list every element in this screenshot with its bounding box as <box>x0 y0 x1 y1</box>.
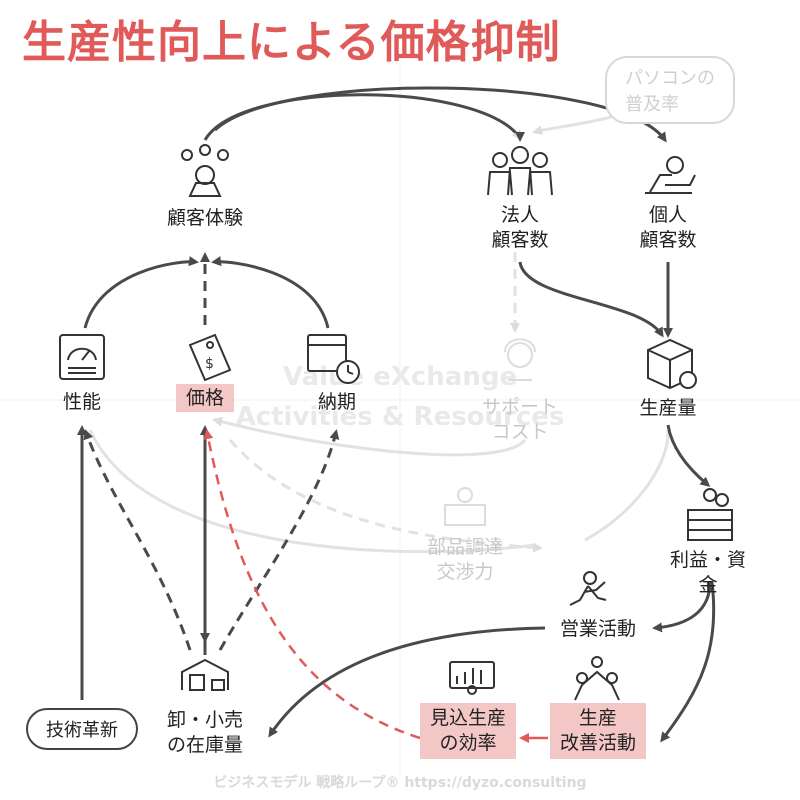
highlight-arrows <box>203 429 548 743</box>
arrow-inventory-to-delivery <box>218 429 340 651</box>
node-individual-customers: 個人 顧客数 <box>639 204 697 251</box>
node-production-volume: 生産量 <box>639 397 697 419</box>
arrow-profit-to-sales <box>652 581 712 633</box>
arrow-experience-to-individual <box>213 86 667 143</box>
meeting-icon <box>444 487 486 526</box>
page-title: 生産性向上による価格抑制 <box>22 17 561 68</box>
node-delivery: 納期 <box>317 391 357 413</box>
node-production-improvement: 生産 改善活動 <box>549 703 647 759</box>
node-tech-innovation: 技術革新 <box>26 708 138 750</box>
node-forecast-efficiency: 見込生産 の効率 <box>419 703 517 759</box>
runner-icon <box>569 571 607 606</box>
money-stack-icon <box>687 488 733 541</box>
group-people-icon <box>487 146 553 196</box>
node-customer-experience: 顧客体験 <box>166 207 244 229</box>
arrow-delivery-to-experience <box>211 256 330 329</box>
arrow-volume-to-profit <box>666 424 711 487</box>
arrow-experience-to-corp <box>203 93 522 141</box>
node-corporate-customers: 法人 顧客数 <box>491 204 549 251</box>
headset-icon <box>504 338 536 381</box>
ghost-arrows <box>88 91 670 554</box>
node-sales-activity: 営業活動 <box>559 618 637 640</box>
arrow-sales-to-inventory <box>268 626 546 738</box>
ghost-arrow-volume-to-parts <box>584 429 670 542</box>
box-check-icon <box>647 338 697 390</box>
node-performance: 性能 <box>62 391 102 413</box>
icons: $ <box>59 144 733 701</box>
svg-text:$: $ <box>205 356 214 372</box>
arrow-profit-to-improvement <box>660 581 716 743</box>
node-price: 価格 <box>175 384 235 412</box>
arrow-performance-to-experience <box>83 256 199 329</box>
lightbulb-team-icon <box>574 656 620 701</box>
warehouse-icon <box>181 658 229 691</box>
main-arrows <box>77 86 716 743</box>
arrow-inventory-to-performance <box>83 429 192 651</box>
node-pc-penetration: パソコンの普及率 <box>605 56 735 124</box>
forecast-chart-icon <box>449 661 495 695</box>
customer-experience-icon <box>181 144 229 197</box>
ghost-arrow-to-parts <box>228 439 543 553</box>
node-support-cost: サポート コスト <box>481 396 559 443</box>
node-profit-funds: 利益・資金 <box>669 549 746 596</box>
ghost-arrow-parts-loop <box>88 429 536 554</box>
node-inventory: 卸・小売 の在庫量 <box>166 709 244 756</box>
node-price-wrap: 価格 <box>175 384 235 412</box>
person-laptop-icon <box>645 156 696 194</box>
node-parts-negotiation: 部品調達 交渉力 <box>426 536 504 583</box>
footer-credit: ビジネスモデル 戦略ループ® https://dyzo.consulting <box>213 775 587 791</box>
ghost-arrow-support-to-price <box>212 416 527 457</box>
price-tag-icon: $ <box>188 333 232 382</box>
arrow-corp-to-volume <box>518 261 664 338</box>
calendar-clock-icon <box>307 334 360 384</box>
gauge-icon <box>59 334 105 380</box>
arrow-forecast-to-price <box>203 429 421 740</box>
